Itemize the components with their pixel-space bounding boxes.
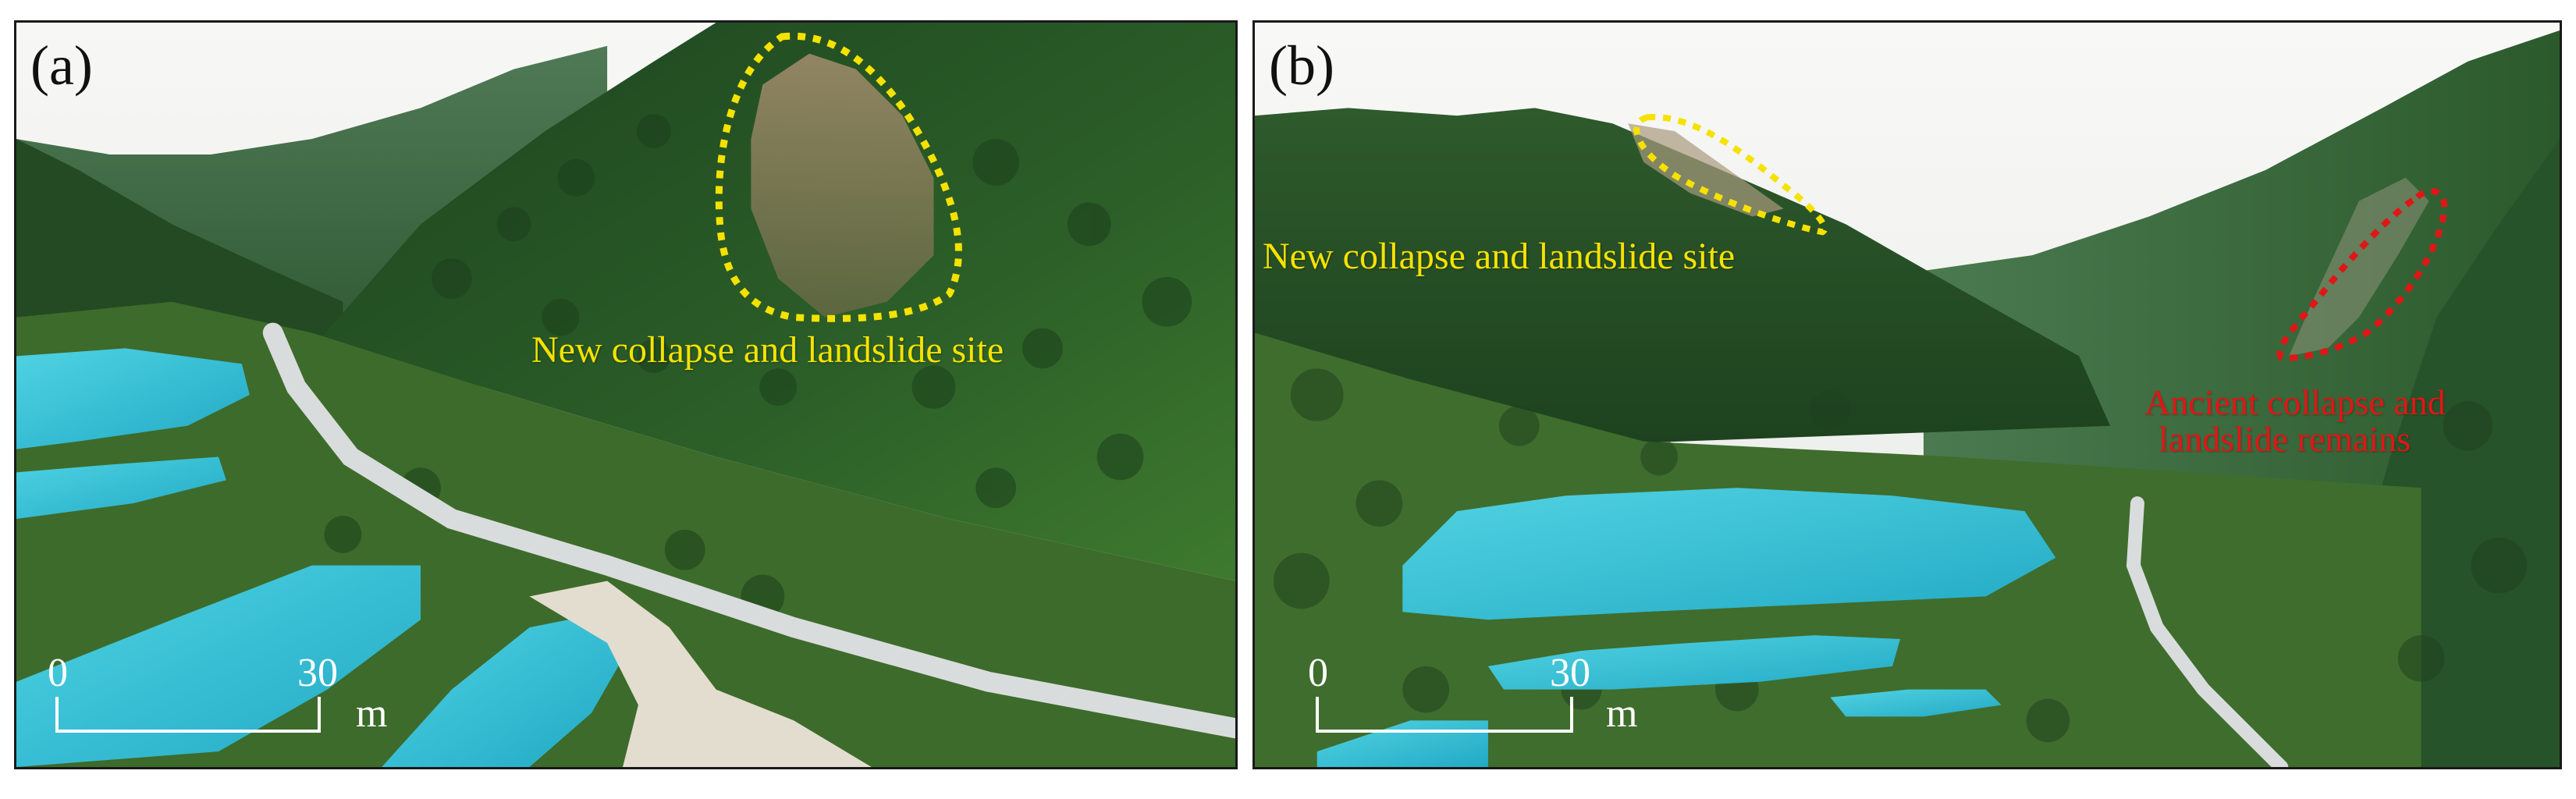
panel-a-photo <box>16 23 1235 767</box>
ancient-remains-label: Ancient collapse and landslide remains <box>2144 382 2446 459</box>
ancient-site-outline <box>2276 187 2448 361</box>
road <box>2126 496 2289 767</box>
lake-main <box>1402 488 2056 620</box>
scale-bar-tick-end <box>1570 697 1573 733</box>
ancient-remains-label-line2: landslide remains <box>2159 418 2411 459</box>
ancient-landslide-scar <box>2289 177 2429 357</box>
new-landslide-scar <box>1628 123 1784 217</box>
scale-bar: 0 30 m <box>48 651 414 750</box>
new-site-label: New collapse and landslide site <box>1263 236 1736 277</box>
panel-label: (a) <box>30 34 93 97</box>
new-site-outline <box>1633 114 1828 236</box>
road <box>262 322 1235 739</box>
scale-bar-line <box>55 730 321 733</box>
scale-bar-start: 0 <box>48 651 68 695</box>
travertine-shore <box>529 581 872 767</box>
panel-a: (a) New collapse and landslide site 0 30… <box>14 20 1238 769</box>
ancient-remains-label-line1: Ancient collapse and <box>2144 382 2446 422</box>
main-mountain <box>1255 108 2111 457</box>
landslide-scar <box>751 53 934 318</box>
panel-b: (b) New collapse and landslide site Anci… <box>1252 20 2562 769</box>
scale-bar-line <box>1316 730 1573 733</box>
left-ridge <box>16 139 343 349</box>
scale-bar-tick-end <box>318 697 321 733</box>
scale-bar-end: 30 <box>297 651 338 695</box>
scale-bar-unit: m <box>1606 691 1638 736</box>
scale-bar-tick-start <box>1316 697 1319 733</box>
lake-upper <box>16 348 250 449</box>
scale-bar: 0 30 m <box>1308 651 1675 750</box>
scale-bar-end: 30 <box>1550 651 1590 695</box>
lake-small <box>1830 689 2002 717</box>
panel-label: (b) <box>1269 34 1334 97</box>
panel-b-photo <box>1255 23 2560 767</box>
scale-bar-start: 0 <box>1308 651 1328 695</box>
lake-middle <box>16 456 226 519</box>
lake-lower-left <box>16 565 421 767</box>
lake-lower <box>1487 635 1901 690</box>
scale-bar-unit: m <box>356 691 388 736</box>
scale-bar-tick-start <box>55 697 59 733</box>
new-site-label: New collapse and landslide site <box>531 329 1004 371</box>
lake-lower-right <box>382 612 624 767</box>
